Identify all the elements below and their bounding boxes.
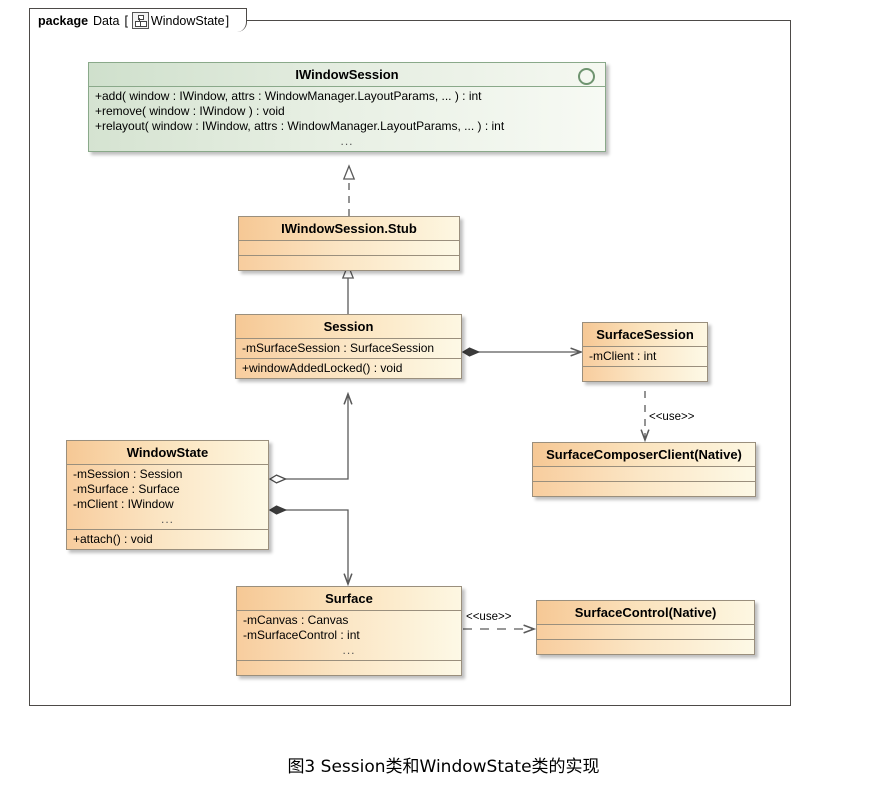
operations-compartment xyxy=(239,256,459,270)
ellipsis-row: ... xyxy=(342,643,356,657)
attributes-compartment: -mClient : int xyxy=(583,347,707,367)
ellipsis-row: ... xyxy=(340,134,354,148)
operations-compartment xyxy=(533,482,755,496)
attribute-row: -mSession : Session xyxy=(73,467,183,481)
attribute-row: -mSurfaceControl : int xyxy=(243,628,360,642)
attribute-row: -mClient : int xyxy=(589,349,657,363)
operation-row: +windowAddedLocked() : void xyxy=(242,361,403,375)
class-session[interactable]: Session -mSurfaceSession : SurfaceSessio… xyxy=(235,314,462,379)
class-title: IWindowSession xyxy=(89,63,605,87)
operations-compartment: +attach() : void xyxy=(67,530,268,549)
attribute-row: -mClient : IWindow xyxy=(73,497,174,511)
operations-compartment: +add( window : IWindow, attrs : WindowMa… xyxy=(89,87,605,151)
attributes-compartment xyxy=(533,467,755,482)
attribute-row: -mSurface : Surface xyxy=(73,482,180,496)
class-surfacesession[interactable]: SurfaceSession -mClient : int xyxy=(582,322,708,382)
operations-compartment xyxy=(237,661,461,675)
operation-row: +remove( window : IWindow ) : void xyxy=(95,104,285,118)
figure-caption: 图3 Session类和WindowState类的实现 xyxy=(287,757,600,777)
attributes-compartment: -mSession : Session -mSurface : Surface … xyxy=(67,465,268,530)
package-header-tab: package Data [ WindowState ] xyxy=(29,8,248,32)
operation-row: +attach() : void xyxy=(73,532,153,546)
attribute-row: -mCanvas : Canvas xyxy=(243,613,349,627)
operations-compartment: +windowAddedLocked() : void xyxy=(236,359,461,378)
class-surface[interactable]: Surface -mCanvas : Canvas -mSurfaceContr… xyxy=(236,586,462,676)
class-title: SurfaceComposerClient(Native) xyxy=(533,443,755,467)
attributes-compartment: -mSurfaceSession : SurfaceSession xyxy=(236,339,461,359)
ellipsis-row: ... xyxy=(160,512,174,526)
stereotype-use-surfacecontrol: <<use>> xyxy=(466,611,512,623)
package-name: Data xyxy=(93,13,120,28)
class-title: SurfaceControl(Native) xyxy=(537,601,754,625)
class-surfacecomposerclient[interactable]: SurfaceComposerClient(Native) xyxy=(532,442,756,497)
class-iwindowsession-stub[interactable]: IWindowSession.Stub xyxy=(238,216,460,271)
class-name-label: IWindowSession xyxy=(295,67,399,82)
class-iwindowsession[interactable]: IWindowSession +add( window : IWindow, a… xyxy=(88,62,606,152)
package-keyword: package xyxy=(38,13,89,28)
class-title: Session xyxy=(236,315,461,339)
operations-compartment xyxy=(583,367,707,381)
class-title: WindowState xyxy=(67,441,268,465)
bracket-close: ] xyxy=(225,13,230,28)
stereotype-use-composerclient: <<use>> xyxy=(649,411,695,423)
operation-row: +add( window : IWindow, attrs : WindowMa… xyxy=(95,89,482,103)
operation-row: +relayout( window : IWindow, attrs : Win… xyxy=(95,119,505,133)
operations-compartment xyxy=(537,640,754,654)
package-diagram-icon xyxy=(131,12,149,29)
class-title: IWindowSession.Stub xyxy=(239,217,459,241)
interface-circle-icon xyxy=(578,68,595,85)
class-surfacecontrol[interactable]: SurfaceControl(Native) xyxy=(536,600,755,655)
attributes-compartment xyxy=(537,625,754,640)
class-title: Surface xyxy=(237,587,461,611)
package-diagram-name: WindowState xyxy=(150,13,225,28)
class-windowstate[interactable]: WindowState -mSession : Session -mSurfac… xyxy=(66,440,269,550)
bracket-open: [ xyxy=(124,13,128,28)
attributes-compartment: -mCanvas : Canvas -mSurfaceControl : int… xyxy=(237,611,461,661)
class-title: SurfaceSession xyxy=(583,323,707,347)
attributes-compartment xyxy=(239,241,459,256)
attribute-row: -mSurfaceSession : SurfaceSession xyxy=(242,341,435,355)
